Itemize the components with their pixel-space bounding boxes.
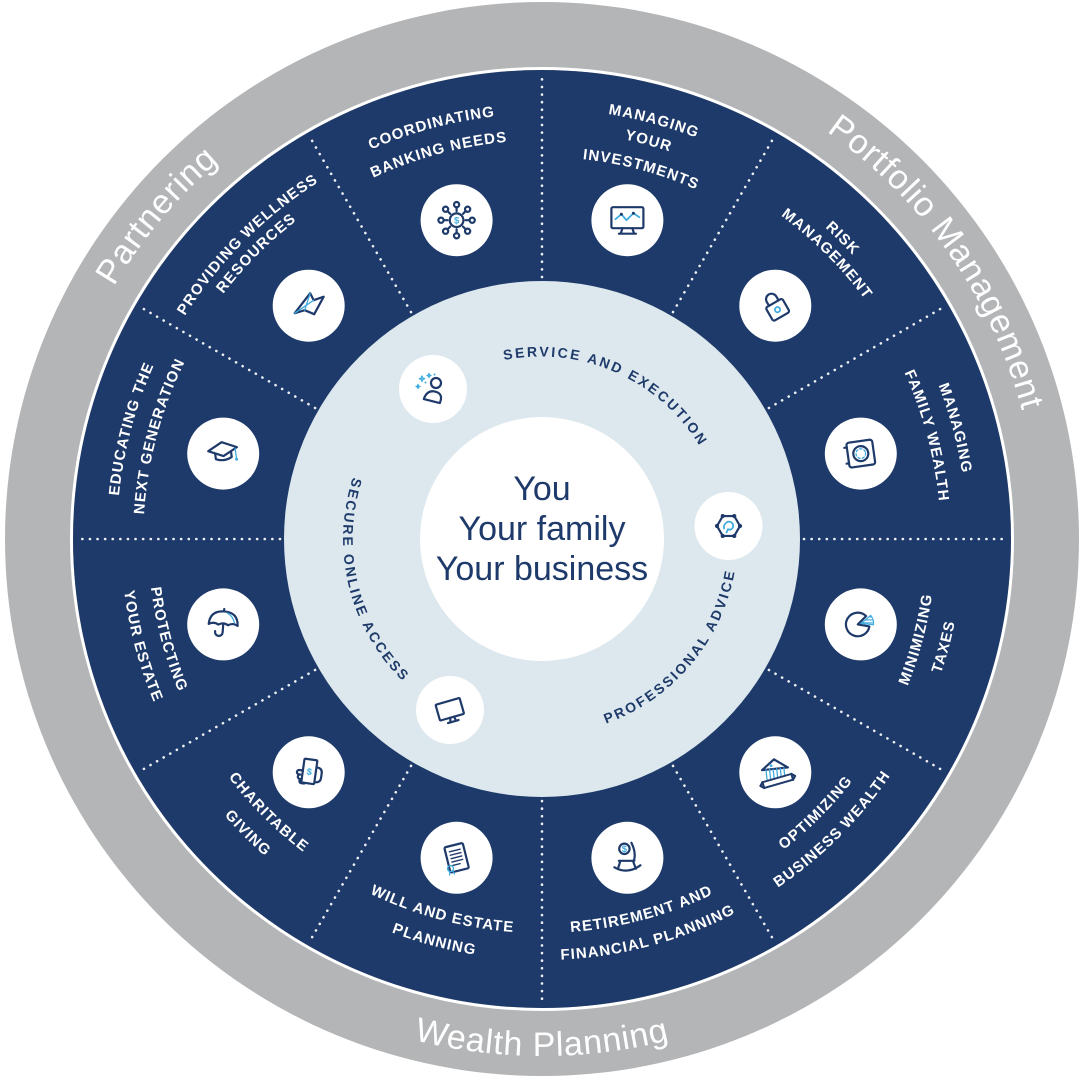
segment-divider [767, 668, 946, 773]
hexagon-network-icon [694, 492, 763, 560]
icon-circle [694, 492, 763, 560]
segment-divider [671, 764, 776, 943]
center-text: You Your family Your business [436, 470, 648, 588]
icon-circle [416, 676, 484, 744]
segment-divider [308, 135, 413, 314]
center-line-your-family: Your family [459, 510, 626, 548]
icon-circle [824, 417, 897, 490]
graduation-cap-icon [187, 417, 260, 490]
segment-dividers [76, 73, 1008, 1005]
segment-divider [138, 668, 317, 773]
icon-circle [399, 355, 467, 423]
dollar-glyph: $ [454, 216, 460, 227]
umbrella-icon [187, 588, 260, 661]
network-hub-dollar-icon: $ [420, 184, 493, 257]
person-stars-icon [399, 355, 467, 423]
bank-building-icon [739, 736, 812, 809]
center-line-your-business: Your business [436, 550, 648, 588]
dollar-glyph: $ [306, 767, 313, 779]
segment-divider [671, 135, 776, 314]
document-seal-icon [420, 821, 493, 894]
padlock-icon [739, 269, 812, 342]
dollar-glyph: $ [622, 844, 628, 855]
origami-bird-icon [272, 269, 345, 342]
icon-circle [739, 269, 812, 342]
segment-divider [308, 764, 413, 943]
segment-divider [767, 305, 946, 410]
icon-circle [591, 821, 664, 894]
hand-money-icon: $ [272, 736, 345, 809]
center-line-you: You [513, 470, 570, 508]
icon-circle [272, 269, 345, 342]
ring-separator [70, 67, 1014, 1011]
monitor-icon [416, 676, 484, 744]
investment-chart-monitor-icon [591, 184, 664, 257]
icon-circle [739, 736, 812, 809]
icon-circle [420, 184, 493, 257]
center-circle [420, 417, 664, 661]
segment-divider [138, 305, 317, 410]
icon-circle [187, 417, 260, 490]
pie-chart-icon [824, 588, 897, 661]
rocking-chair-icon: $ [591, 821, 664, 894]
safe-icon [824, 417, 897, 490]
icon-circle [272, 736, 345, 809]
